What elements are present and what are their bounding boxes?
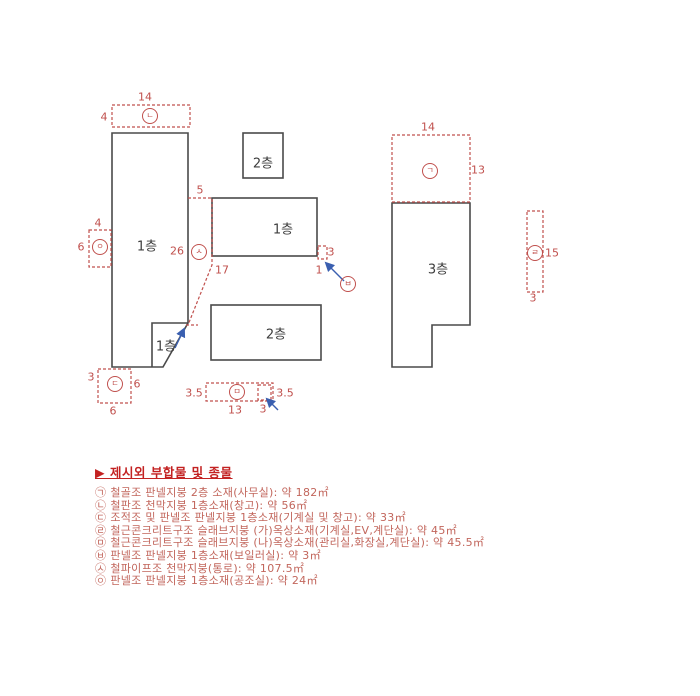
- legend-item: ㉠ 철골조 판넬지붕 2층 소재(사무실): 약 182㎡: [95, 486, 615, 500]
- legend-item: ㉧ 판넬조 판넬지붕 1층소재(공조실): 약 24㎡: [95, 575, 615, 588]
- label-top-small-floor: 2층: [252, 156, 274, 172]
- diagram-shapes: [88, 104, 544, 411]
- label-mid-upper-floor: 1층: [272, 222, 294, 238]
- label-right-tower-floor: 3층: [427, 262, 449, 278]
- legend-item: ㉢ 조적조 및 판넬조 판넬지붕 1층소재(기계실 및 창고): 약 33㎡: [95, 512, 615, 525]
- dim-bo-right: 3: [327, 245, 335, 259]
- dim-c-topleft: 3: [87, 370, 95, 384]
- legend-text: 철근콘크리트구조 슬래브지붕 (나)옥상소재(관리실,화장실,계단실): 약 4…: [110, 536, 485, 550]
- dim-n-top: 14: [138, 90, 152, 104]
- marker-giyeok-icon: ㄱ: [422, 163, 438, 179]
- legend-text: 판넬조 판넬지붕 1층소재(보일러실): 약 3㎡: [110, 548, 321, 562]
- dim-c-bottom: 6: [109, 404, 117, 418]
- dim-m-left: 3.5: [185, 386, 203, 400]
- dim-m-bottom: 13: [228, 403, 242, 417]
- legend-item: ㉡ 철판조 천막지붕 1층소재(창고): 약 56㎡: [95, 498, 615, 513]
- dim-r-bottom: 3: [529, 291, 537, 305]
- legend-title: ▶ 제시외 부합물 및 종물: [95, 465, 233, 480]
- dim-o-left: 6: [77, 240, 85, 254]
- dim-m-right: 3.5: [276, 386, 294, 400]
- dim-s-top: 5: [196, 183, 204, 197]
- legend-text: 철파이프조 천막지붕(통로): 약 107.5㎡: [110, 561, 305, 575]
- dim-o-top: 4: [94, 216, 102, 230]
- legend-marker-rieul: ㉣: [95, 523, 107, 537]
- legend-marker-giyeok: ㉠: [95, 486, 107, 499]
- building-mid-lower-outline: [210, 304, 322, 361]
- dim-r-right: 15: [545, 246, 559, 260]
- legend-marker-siot: ㉦: [95, 561, 107, 575]
- legend-marker-digeut: ㉢: [95, 511, 107, 525]
- annex-s-corridor: [187, 197, 213, 326]
- legend-item: ㉥ 판넬조 판넬지붕 1층소재(보일러실): 약 3㎡: [95, 548, 615, 563]
- legend-marker-ieung: ㉧: [95, 574, 107, 588]
- legend-text: 철골조 판넬지붕 2층 소재(사무실): 약 182㎡: [110, 486, 329, 499]
- dim-s-right: 17: [215, 263, 229, 277]
- marker-mieum-icon: ㅁ: [229, 384, 245, 400]
- building-mid-upper-outline: [211, 197, 318, 257]
- dim-n-left: 4: [100, 110, 108, 124]
- legend-item: ㉣ 철근콘크리트구조 슬래브지붕 (가)옥상소재(기계실,EV,계단실): 약 …: [95, 523, 615, 538]
- label-tall-left-floor: 1층: [136, 239, 158, 255]
- pointer-arrow-m-small-box: [265, 397, 279, 411]
- marker-nieun-icon: ㄴ: [142, 108, 158, 124]
- annex-m-box: [205, 382, 274, 402]
- legend-marker-nieun: ㉡: [95, 498, 107, 512]
- building-top-small-outline: [242, 132, 284, 179]
- building-small-bottom-outline: [151, 322, 188, 367]
- annex-m-small-box: [257, 384, 272, 401]
- legend-text: 철근콘크리트구조 슬래브지붕 (가)옥상소재(기계실,EV,계단실): 약 45…: [110, 523, 457, 537]
- building-right-tower-outline: [391, 202, 471, 368]
- legend-text: 조적조 및 판넬조 판넬지붕 1층소재(기계실 및 창고): 약 33㎡: [110, 511, 406, 525]
- marker-bieup-icon: ㅂ: [340, 276, 356, 292]
- marker-siot-icon: ㅅ: [191, 244, 207, 260]
- annex-bo-box: [317, 245, 328, 260]
- annex-c-box: [97, 368, 132, 404]
- marker-ieung-icon: ㅇ: [92, 239, 108, 255]
- dim-a-right: 13: [471, 163, 485, 177]
- annex-a-box: [391, 134, 471, 203]
- legend-marker-mieum: ㉤: [95, 536, 107, 550]
- legend-text: 판넬조 판넬지붕 1층소재(공조실): 약 24㎡: [110, 574, 318, 588]
- legend-item: ㉦ 철파이프조 천막지붕(통로): 약 107.5㎡: [95, 561, 615, 576]
- marker-digeut-icon: ㄷ: [107, 376, 123, 392]
- dim-s-left: 26: [170, 244, 184, 258]
- dim-m-small-bottom: 3: [259, 402, 267, 416]
- pointer-arrow-corridor-tip: [174, 327, 186, 349]
- dim-bo-bottom: 1: [315, 263, 323, 277]
- annex-o-box: [88, 229, 112, 268]
- legend-marker-bieup: ㉥: [95, 548, 107, 562]
- label-mid-lower-floor: 2층: [265, 327, 287, 343]
- dim-a-top: 14: [421, 120, 435, 134]
- label-small-bottom-floor: 1층: [155, 339, 177, 355]
- legend: ▶ 제시외 부합물 및 종물 ㉠ 철골조 판넬지붕 2층 소재(사무실): 약 …: [95, 462, 615, 588]
- marker-rieul-icon: ㄹ: [527, 245, 543, 261]
- annex-r-box: [526, 210, 544, 293]
- dim-c-right: 6: [133, 377, 141, 391]
- legend-item: ㉤ 철근콘크리트구조 슬래브지붕 (나)옥상소재(관리실,화장실,계단실): 약…: [95, 537, 615, 550]
- legend-text: 철판조 천막지붕 1층소재(창고): 약 56㎡: [110, 498, 308, 512]
- building-tall-left-outline: [111, 132, 189, 368]
